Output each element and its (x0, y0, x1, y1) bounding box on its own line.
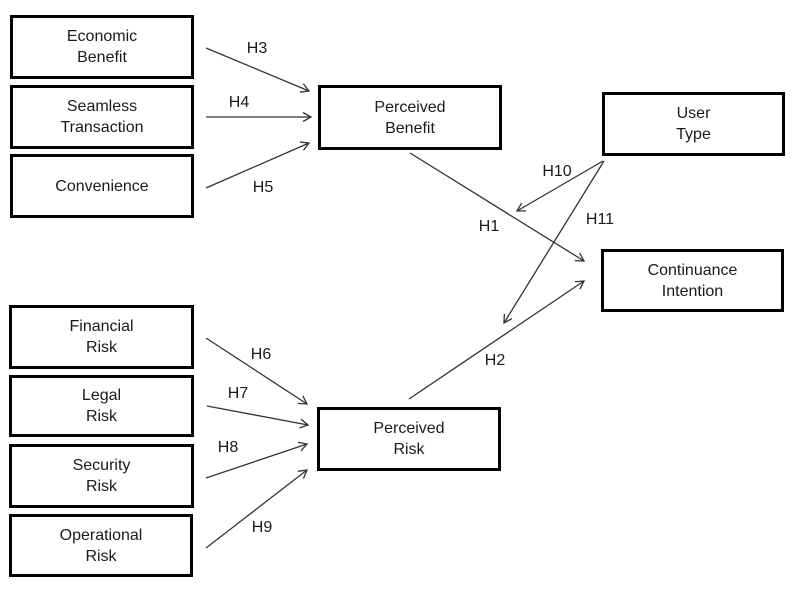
hypothesis-label-h10: H10 (542, 163, 572, 180)
node-security-risk: Security Risk (9, 444, 194, 508)
node-convenience: Convenience (10, 154, 194, 218)
hypothesis-label-h3: H3 (246, 40, 268, 57)
arrow-h8 (205, 441, 309, 479)
node-convenience-label: Convenience (55, 177, 149, 195)
node-seamless-transaction-label: Seamless Transaction (60, 98, 144, 136)
hypothesis-label-h4: H4 (228, 94, 250, 111)
hypothesis-label-h1: H1 (478, 218, 500, 235)
node-economic-benefit-label: Economic Benefit (66, 28, 138, 66)
node-perceived-risk: Perceived Risk (317, 407, 501, 471)
hypothesis-label-h6: H6 (250, 346, 272, 363)
arrow-h11 (503, 160, 605, 325)
hypothesis-label-h11: H11 (585, 211, 615, 228)
node-seamless-transaction: Seamless Transaction (10, 85, 194, 149)
node-perceived-risk-label: Perceived Risk (373, 420, 445, 458)
node-operational-risk: Operational Risk (9, 514, 193, 577)
hypothesis-label-h7: H7 (227, 385, 249, 402)
node-operational-risk-label: Operational Risk (59, 526, 143, 565)
arrow-h3 (205, 47, 311, 93)
node-user-type: User Type (602, 92, 785, 156)
node-financial-risk: Financial Risk (9, 305, 194, 369)
arrow-h1 (409, 152, 586, 262)
node-continuance-intention: Continuance Intention (601, 249, 784, 312)
node-legal-risk-label: Legal Risk (81, 387, 122, 425)
node-perceived-benefit-label: Perceived Benefit (374, 98, 446, 137)
arrow-h10 (515, 160, 604, 212)
hypothesis-label-h9: H9 (251, 519, 273, 536)
hypothesis-label-h5: H5 (252, 179, 274, 196)
node-financial-risk-label: Financial Risk (69, 318, 134, 356)
arrow-h2 (408, 280, 586, 400)
hypothesis-label-h2: H2 (484, 352, 506, 369)
hypothesis-label-h8: H8 (217, 439, 239, 456)
arrow-h9 (205, 469, 309, 549)
arrow-h7 (206, 405, 310, 429)
node-economic-benefit: Economic Benefit (10, 15, 194, 79)
node-user-type-label: User Type (676, 105, 711, 143)
node-continuance-intention-label: Continuance Intention (647, 261, 738, 300)
arrow-h5 (205, 141, 311, 189)
arrow-h6 (205, 337, 309, 405)
node-security-risk-label: Security Risk (72, 457, 131, 495)
node-perceived-benefit: Perceived Benefit (318, 85, 502, 150)
node-legal-risk: Legal Risk (9, 375, 194, 437)
